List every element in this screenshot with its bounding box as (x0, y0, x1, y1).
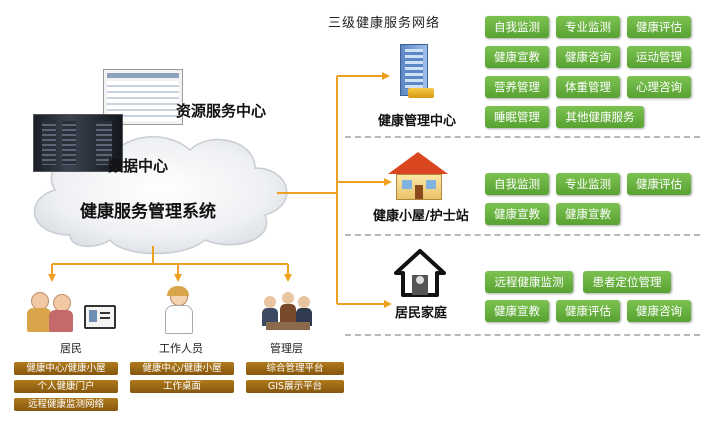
service-health-education[interactable]: 健康宣教 (485, 300, 549, 322)
user-tag[interactable]: 健康中心/健康小屋 (14, 362, 118, 375)
service-nutrition-mgmt[interactable]: 营养管理 (485, 76, 549, 98)
service-health-education[interactable]: 健康宣教 (485, 203, 549, 225)
meeting-group-icon (262, 290, 314, 334)
data-center-label: 数据中心 (108, 157, 169, 175)
service-health-education[interactable]: 健康宣教 (556, 203, 620, 225)
service-health-education[interactable]: 健康宣教 (485, 46, 549, 68)
user-tag[interactable]: 工作桌面 (130, 380, 234, 393)
user-tag[interactable]: 综合管理平台 (246, 362, 344, 375)
service-pro-monitoring[interactable]: 专业监测 (556, 173, 620, 195)
office-building-icon (394, 44, 434, 102)
staff-person-icon (163, 286, 193, 334)
service-self-monitoring[interactable]: 自我监测 (485, 173, 549, 195)
user-name-residents: 居民 (60, 342, 82, 355)
service-health-assessment[interactable]: 健康评估 (627, 173, 691, 195)
service-health-assessment[interactable]: 健康评估 (627, 16, 691, 38)
id-card-icon (84, 305, 116, 329)
service-health-consult[interactable]: 健康咨询 (556, 46, 620, 68)
network-connectors (277, 72, 392, 308)
service-exercise-mgmt[interactable]: 运动管理 (627, 46, 691, 68)
service-patient-location[interactable]: 患者定位管理 (583, 271, 671, 293)
user-tag[interactable]: 健康中心/健康小屋 (130, 362, 234, 375)
elderly-couple-icon (25, 290, 77, 334)
service-self-monitoring[interactable]: 自我监测 (485, 16, 549, 38)
tier-name-cabin: 健康小屋/护士站 (373, 209, 469, 224)
user-tag[interactable]: 远程健康监测网络 (14, 398, 118, 411)
service-sleep-mgmt[interactable]: 睡眠管理 (485, 106, 549, 128)
network-title: 三级健康服务网络 (328, 16, 441, 31)
user-tag[interactable]: GIS展示平台 (246, 380, 344, 393)
tier-separator (345, 334, 700, 336)
house-icon (388, 152, 448, 200)
tier-separator (345, 234, 700, 236)
service-remote-monitoring[interactable]: 远程健康监测 (485, 271, 573, 293)
user-connectors (48, 246, 292, 282)
tier-separator (345, 136, 700, 138)
user-name-management: 管理层 (270, 342, 303, 355)
cloud-title: 健康服务管理系统 (80, 202, 216, 222)
service-psych-consult[interactable]: 心理咨询 (627, 76, 691, 98)
service-health-assessment[interactable]: 健康评估 (556, 300, 620, 322)
resource-center-label: 资源服务中心 (176, 102, 267, 120)
data-center-image (33, 114, 123, 172)
service-pro-monitoring[interactable]: 专业监测 (556, 16, 620, 38)
service-health-consult[interactable]: 健康咨询 (627, 300, 691, 322)
service-other[interactable]: 其他健康服务 (556, 106, 644, 128)
user-tag[interactable]: 个人健康门户 (14, 380, 118, 393)
user-name-staff: 工作人员 (159, 342, 203, 355)
tier-name-center: 健康管理中心 (378, 114, 457, 129)
tier-name-home: 居民家庭 (395, 306, 448, 321)
home-icon (394, 249, 446, 297)
service-weight-mgmt[interactable]: 体重管理 (556, 76, 620, 98)
